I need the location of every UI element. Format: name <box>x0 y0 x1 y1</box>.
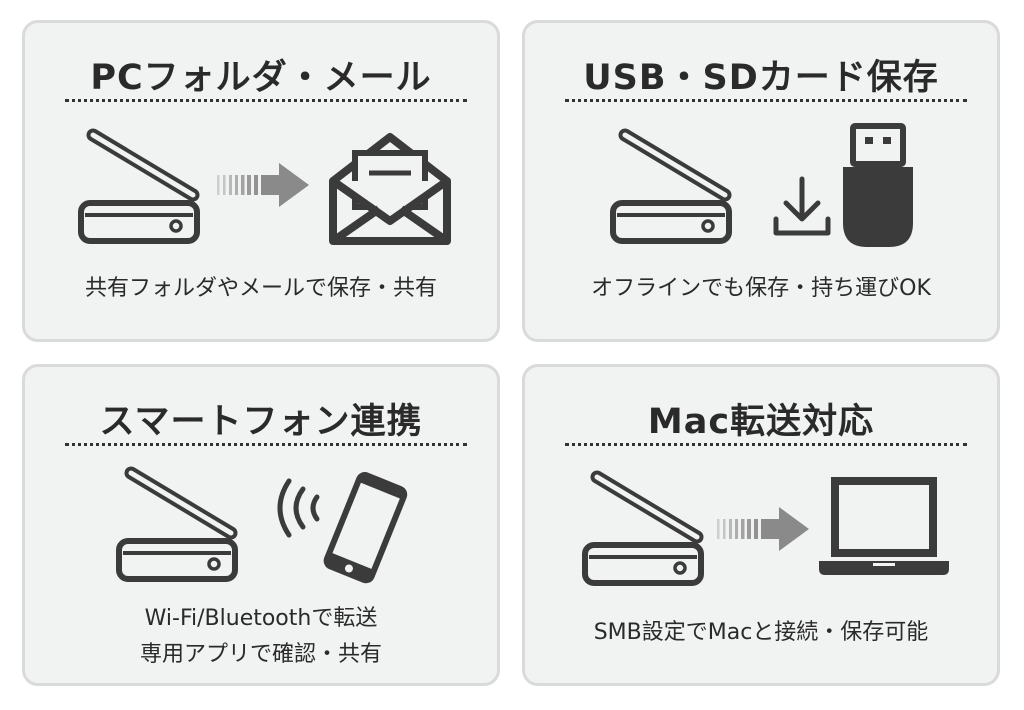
dotted-divider <box>65 99 467 102</box>
card-description: SMB設定でMacと接続・保存可能 <box>593 620 929 645</box>
card-description-line-1: Wi-Fi/Bluetoothで転送 <box>144 606 378 631</box>
dotted-divider <box>565 99 967 102</box>
usb-drive-icon <box>843 123 913 247</box>
card-title: スマートフォン連携 <box>99 402 423 442</box>
dotted-divider <box>65 443 467 446</box>
wireless-signal-icon <box>277 478 320 538</box>
card-usb-sd-storage: USB・SDカード保存 オフラインでも保存・持ち運びOK <box>522 20 1000 342</box>
card-smartphone-link: スマートフォン連携 Wi-Fi/Bluetoothで転送 専用アプリで確認・共有 <box>22 364 500 686</box>
dotted-divider <box>565 443 967 446</box>
smartphone-icon <box>323 472 408 584</box>
card-description-line-2: 専用アプリで確認・共有 <box>139 642 382 667</box>
envelope-icon <box>329 133 451 245</box>
scanner-icon <box>115 467 245 587</box>
card-pc-folder-mail: PCフォルダ・メール 共有フォルダやメールで保存・共有 <box>22 20 500 342</box>
scanner-icon <box>581 471 711 591</box>
scanner-icon <box>609 129 739 249</box>
card-title: USB・SDカード保存 <box>583 58 939 98</box>
card-mac-transfer: Mac転送対応 SMB設定でMacと接続・保存可能 <box>522 364 1000 686</box>
card-title: PCフォルダ・メール <box>90 58 432 98</box>
card-title: Mac転送対応 <box>647 402 875 442</box>
arrow-right-icon <box>217 163 309 207</box>
download-icon <box>773 176 831 236</box>
arrow-right-icon <box>717 507 809 551</box>
laptop-icon <box>819 477 949 575</box>
card-description: 共有フォルダやメールで保存・共有 <box>84 276 437 301</box>
card-description: オフラインでも保存・持ち運びOK <box>591 276 931 301</box>
scanner-icon <box>77 129 207 249</box>
